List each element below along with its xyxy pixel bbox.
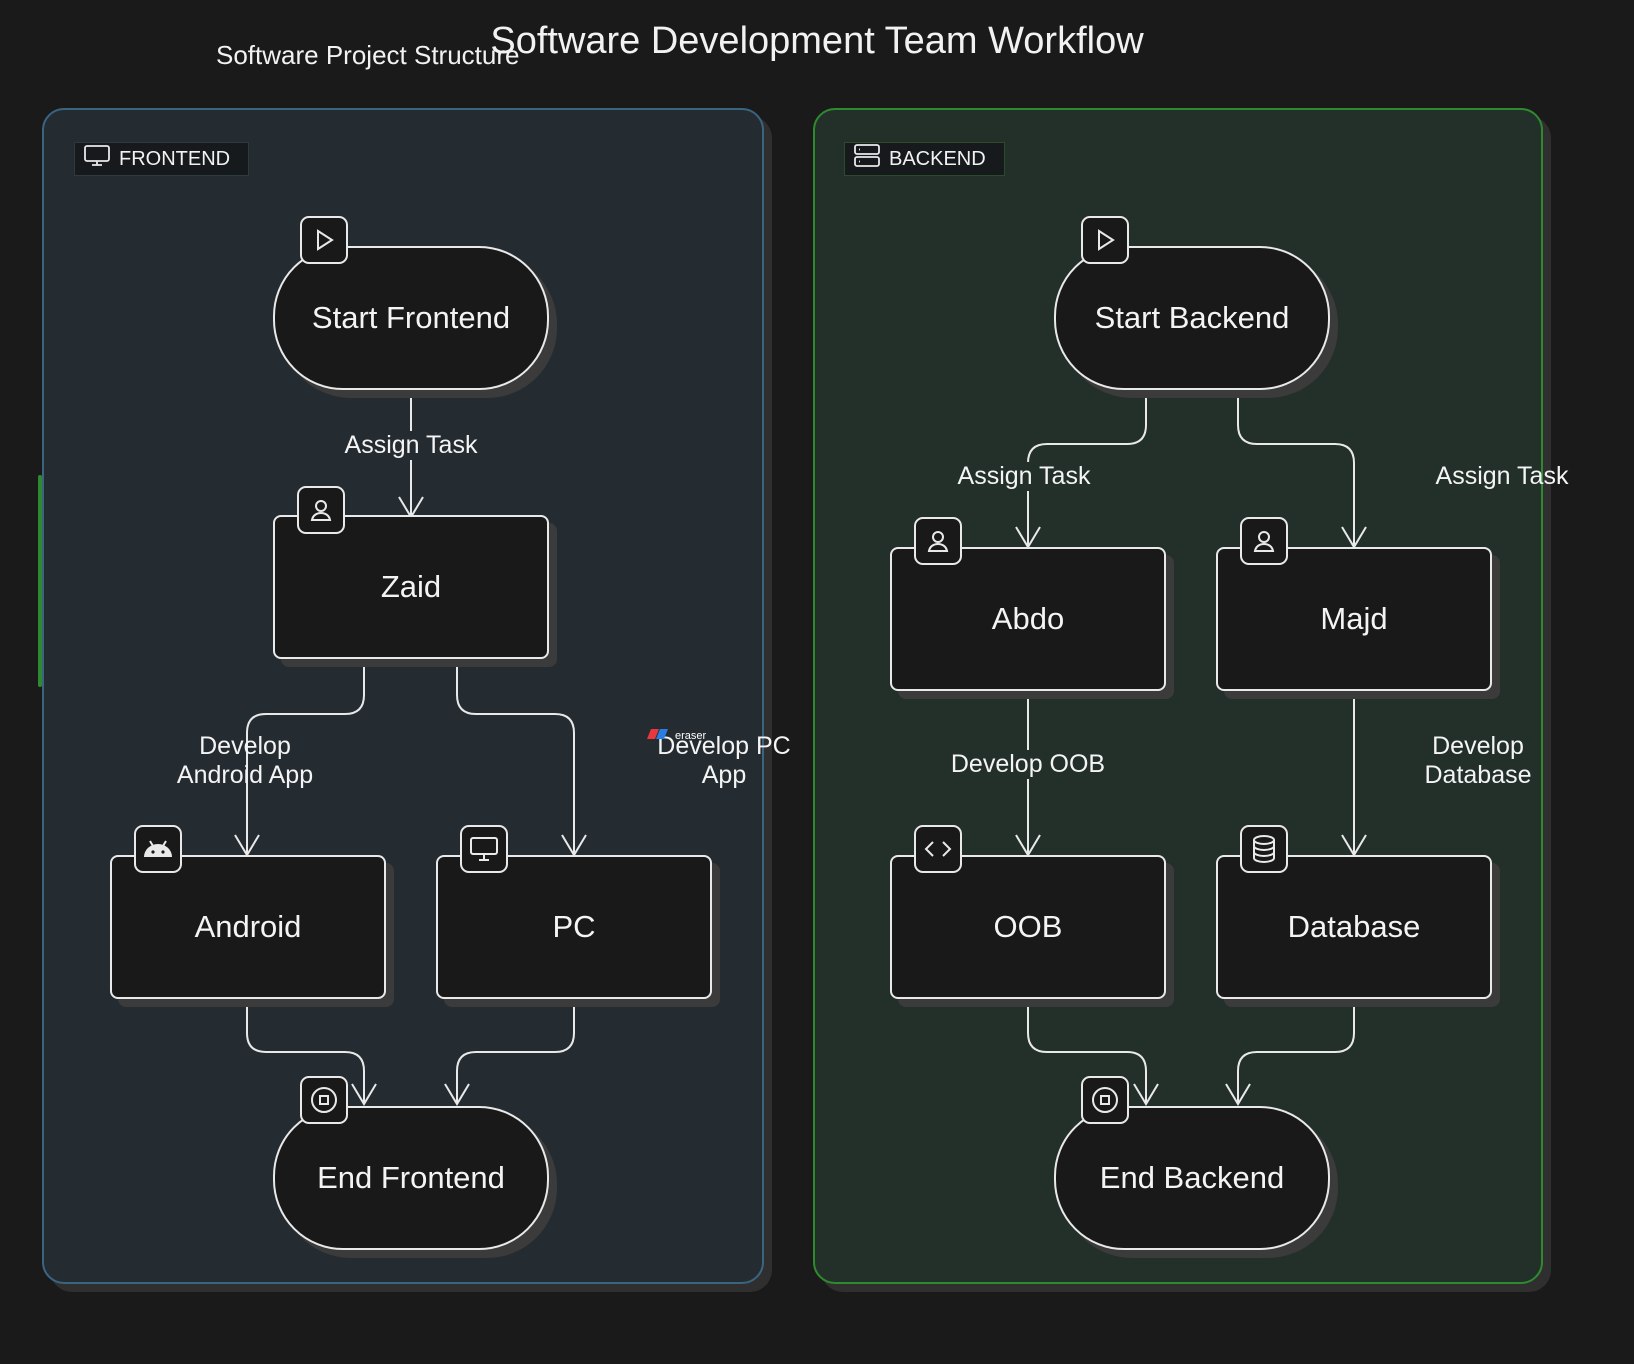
node-start-backend[interactable]: Start Backend	[1054, 246, 1330, 390]
edge-label-develop-pc: Develop PC App	[657, 732, 791, 789]
edge-label-develop-database: Develop Database	[1424, 732, 1532, 789]
backend-label-text: BACKEND	[889, 147, 986, 170]
node-zaid-label: Zaid	[380, 569, 442, 604]
node-android[interactable]: Android	[110, 855, 386, 999]
node-end-frontend-label: End Frontend	[317, 1160, 505, 1195]
node-start-backend-label: Start Backend	[1094, 300, 1290, 335]
edge-label-assign-task-majd: Assign Task	[1435, 462, 1569, 490]
node-oob-label: OOB	[993, 909, 1063, 944]
stop-icon	[1081, 1076, 1129, 1124]
eraser-logo: eraser	[647, 728, 706, 743]
user-icon	[1240, 517, 1288, 565]
stop-icon	[300, 1076, 348, 1124]
node-pc[interactable]: PC	[436, 855, 712, 999]
node-android-label: Android	[194, 909, 302, 944]
node-majd[interactable]: Majd	[1216, 547, 1492, 691]
node-end-frontend[interactable]: End Frontend	[273, 1106, 549, 1250]
edge-label-develop-oob: Develop OOB	[934, 750, 1122, 779]
node-database[interactable]: Database	[1216, 855, 1492, 999]
play-icon	[1081, 216, 1129, 264]
node-database-label: Database	[1287, 909, 1421, 944]
frontend-label-text: FRONTEND	[119, 147, 231, 170]
edge-label-assign-task-abdo: Assign Task	[943, 462, 1105, 491]
server-icon	[853, 142, 881, 176]
outer-group-label: Software Project Structure	[216, 40, 520, 70]
node-majd-label: Majd	[1320, 601, 1388, 636]
node-end-backend-label: End Backend	[1099, 1160, 1285, 1195]
edge-label-assign-task-frontend: Assign Task	[330, 431, 492, 460]
eraser-logo-text: eraser	[675, 729, 707, 742]
node-start-frontend[interactable]: Start Frontend	[273, 246, 549, 390]
user-icon	[914, 517, 962, 565]
node-oob[interactable]: OOB	[890, 855, 1166, 999]
node-abdo-label: Abdo	[991, 601, 1065, 636]
monitor-icon	[83, 144, 111, 174]
outer-group-accent	[38, 475, 42, 687]
user-icon	[297, 486, 345, 534]
edge-label-develop-android: Develop Android App	[176, 732, 314, 789]
node-abdo[interactable]: Abdo	[890, 547, 1166, 691]
database-icon	[1240, 825, 1288, 873]
android-icon	[134, 825, 182, 873]
monitor-icon	[460, 825, 508, 873]
eraser-logo-icon	[647, 728, 673, 743]
play-icon	[300, 216, 348, 264]
code-icon	[914, 825, 962, 873]
backend-group-label[interactable]: BACKEND	[844, 142, 1005, 176]
node-start-frontend-label: Start Frontend	[311, 300, 511, 335]
frontend-group-label[interactable]: FRONTEND	[74, 142, 250, 176]
frontend-group[interactable]	[42, 108, 764, 1284]
node-zaid[interactable]: Zaid	[273, 515, 549, 659]
node-pc-label: PC	[552, 909, 596, 944]
node-end-backend[interactable]: End Backend	[1054, 1106, 1330, 1250]
diagram-title: Software Development Team Workflow	[490, 20, 1144, 62]
